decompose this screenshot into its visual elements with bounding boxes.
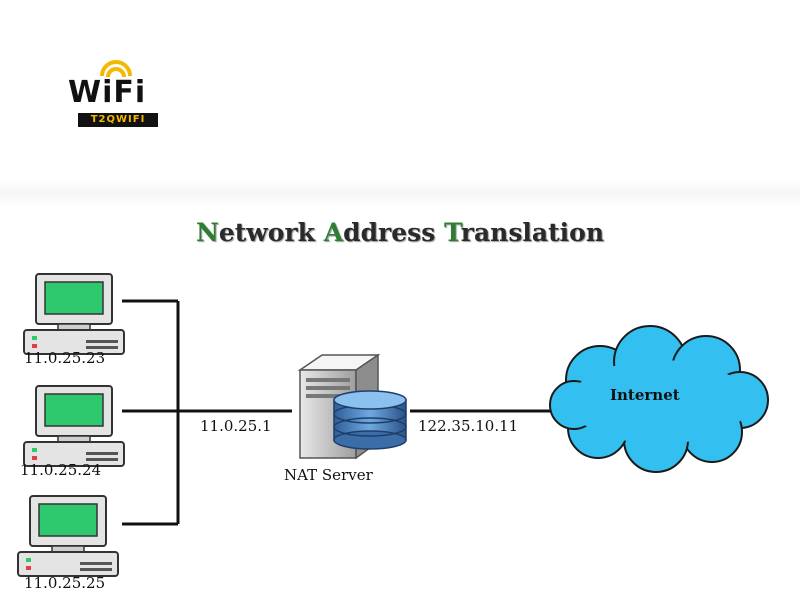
logo-wordmark: WiFi xyxy=(68,75,147,110)
computer-ip-label: 11.0.25.23 xyxy=(24,349,106,367)
external-ip-label: 122.35.10.11 xyxy=(418,417,519,435)
diagram-title: Network Address Translation xyxy=(0,218,800,247)
internet-label: Internet xyxy=(610,386,680,404)
nat-server-label: NAT Server xyxy=(284,466,373,484)
brand-logo: WiFi T2QWIFI xyxy=(66,60,162,132)
computer-ip-label: 11.0.25.24 xyxy=(20,461,102,479)
computer-icon xyxy=(23,273,125,355)
background-band xyxy=(0,178,800,208)
title-part: ddress xyxy=(343,218,444,247)
computer-icon xyxy=(17,495,119,577)
title-part: N xyxy=(195,218,219,247)
network-lines xyxy=(122,299,552,526)
computer-ip-label: 11.0.25.25 xyxy=(24,574,106,592)
internal-ip-label: 11.0.25.1 xyxy=(200,417,272,435)
database-icon xyxy=(333,390,407,450)
title-part: ranslation xyxy=(460,218,605,247)
wifi-signal-icon xyxy=(100,60,132,78)
title-part: T xyxy=(444,218,461,247)
logo-tagline: T2QWIFI xyxy=(78,113,158,127)
computer-icon xyxy=(23,385,125,467)
internet-cloud-icon xyxy=(549,325,769,473)
title-part: A xyxy=(323,218,344,247)
title-part: etwork xyxy=(218,218,324,247)
